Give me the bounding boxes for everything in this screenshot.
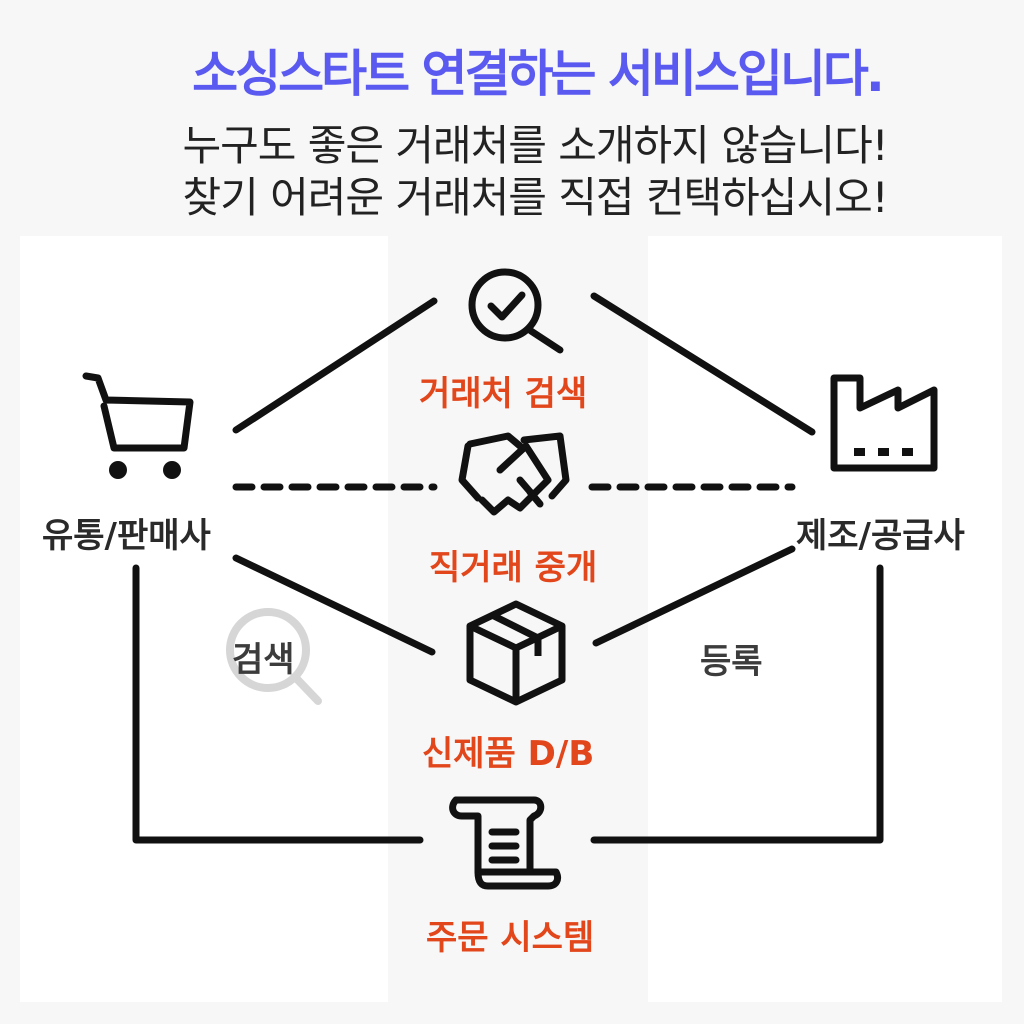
edge-cart-order [132, 564, 424, 844]
factory-windows [854, 448, 913, 456]
shopping-cart-icon [82, 372, 194, 452]
search-node-label: 거래처 검색 [419, 374, 588, 414]
page-title: 소싱스타트 연결하는 서비스입니다. [192, 45, 885, 103]
edge-cart-search [232, 297, 438, 434]
deal-node-label: 직거래 중개 [429, 548, 598, 588]
scroll-icon [449, 796, 562, 890]
subtitle-line-1: 누구도 좋은 거래처를 소개하지 않습니다! [182, 121, 888, 170]
edge-order-factory [590, 564, 884, 844]
search-icon [226, 608, 322, 705]
search-action-label: 검색 [232, 640, 295, 680]
register-action-label: 등록 [700, 642, 763, 682]
search-check-icon [468, 268, 564, 354]
box-icon [466, 600, 566, 706]
edge-cart-product [232, 554, 436, 656]
handshake-icon [458, 432, 570, 516]
left-panel [20, 236, 388, 1002]
product-node-label: 신제품 D/B [422, 734, 595, 774]
edge-product-factory [592, 545, 796, 647]
edge-search-factory [590, 292, 816, 436]
cart-wheel-left [109, 461, 127, 479]
subtitle-line-2: 찾기 어려운 거래처를 직접 컨택하십시오! [182, 173, 888, 222]
distributor-label: 유통/판매사 [42, 516, 211, 556]
factory-icon [830, 374, 938, 472]
order-node-label: 주문 시스템 [426, 918, 595, 958]
cart-wheel-right [163, 461, 181, 479]
manufacturer-label: 제조/공급사 [796, 516, 965, 556]
connector-lines [132, 292, 884, 844]
